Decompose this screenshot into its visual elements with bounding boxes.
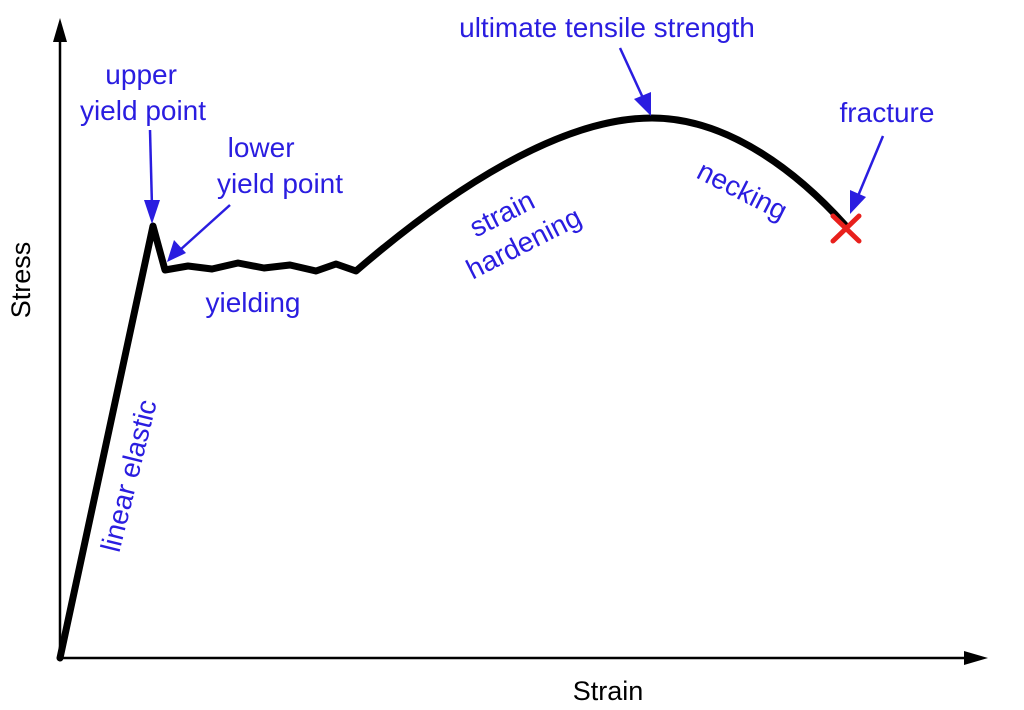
yielding-label: yielding (206, 287, 301, 318)
upper-yield-point-line-2: yield point (80, 95, 206, 126)
uts-arrow (618, 47, 645, 99)
annotation-labels: upper yield point lower yield point yiel… (80, 12, 935, 555)
lower-yield-arrowhead (167, 240, 186, 262)
fracture-arrowhead (850, 190, 866, 214)
upper-yield-point-label: upper yield point (80, 59, 206, 126)
fracture-marker (830, 213, 862, 244)
y-axis-arrowhead (53, 18, 67, 42)
uts-arrowhead (634, 92, 651, 116)
upper-yield-point-line-1: upper (105, 59, 177, 90)
fracture-label: fracture (840, 97, 935, 128)
lower-yield-arrow (179, 204, 231, 251)
lower-yield-point-line-1: lower (228, 132, 295, 163)
x-axis-label: Strain (573, 676, 644, 706)
stress-strain-curve (56, 114, 849, 662)
fracture-arrow (856, 135, 885, 197)
ultimate-tensile-strength-label: ultimate tensile strength (459, 12, 755, 43)
upper-yield-arrow (148, 129, 154, 208)
annotation-arrows (144, 47, 885, 262)
x-mark-icon-stroke (830, 213, 862, 244)
lower-yield-point-label: lower yield point (217, 132, 343, 199)
x-axis-arrowhead (964, 651, 988, 665)
linear-elastic-label: linear elastic (95, 396, 163, 555)
axes (53, 18, 988, 665)
lower-yield-point-line-2: yield point (217, 168, 343, 199)
upper-yield-arrowhead (144, 200, 160, 224)
y-axis-label: Stress (6, 242, 36, 319)
